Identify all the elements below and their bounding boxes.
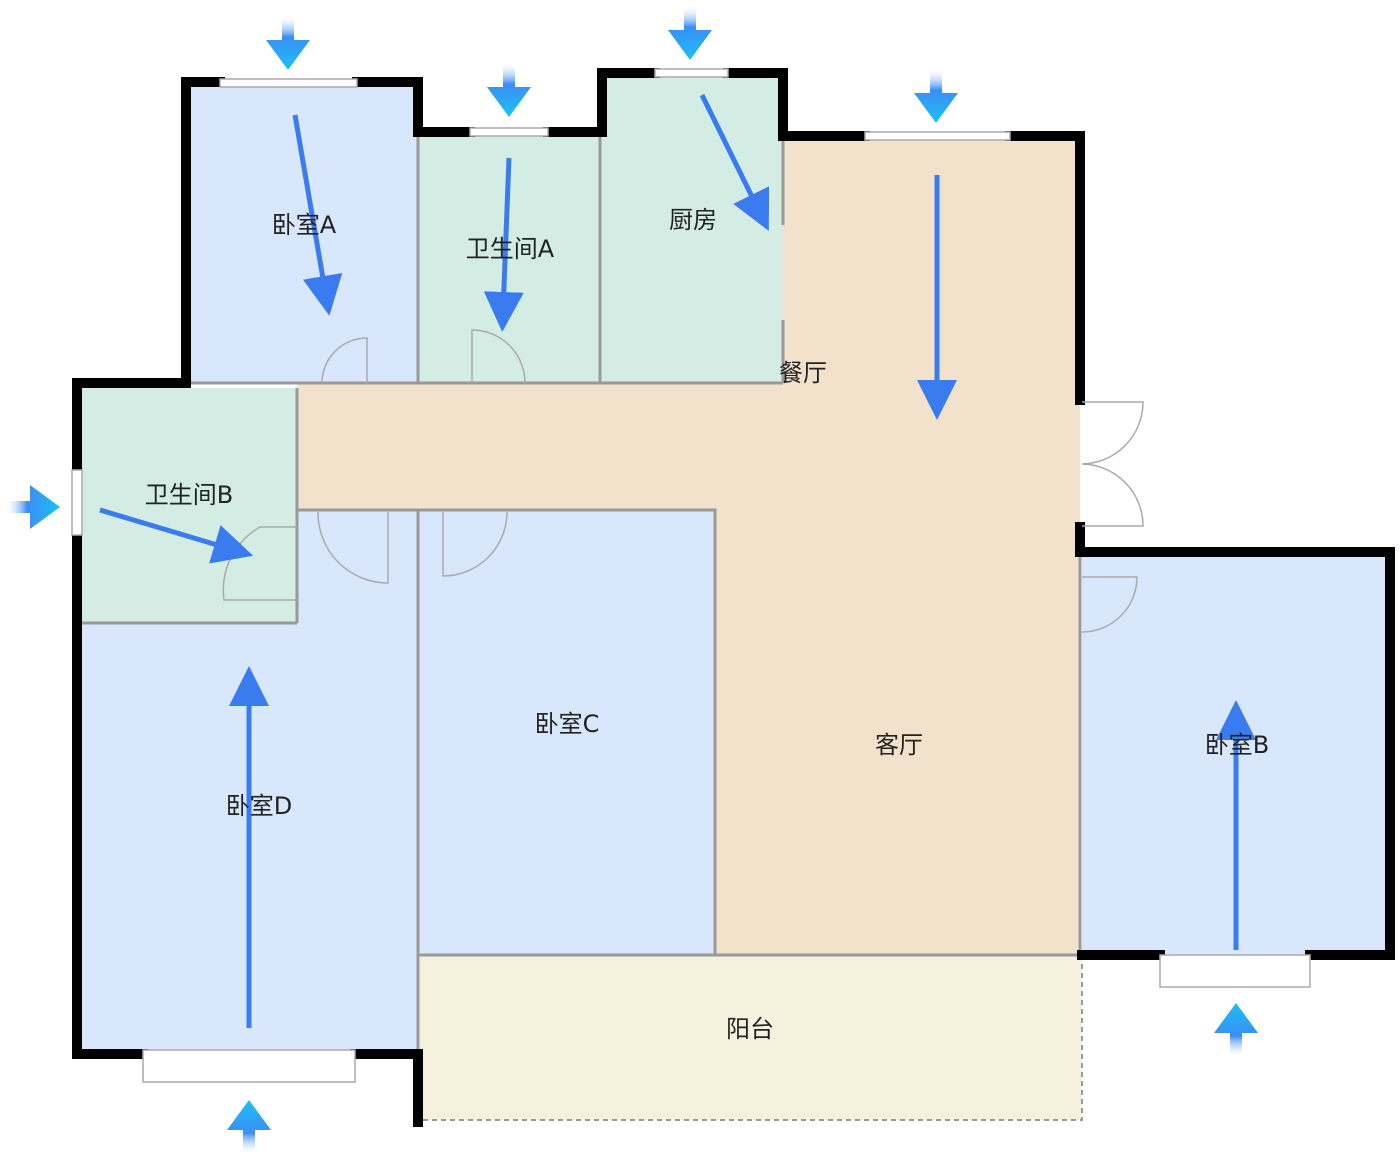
inflow-arrow-icon bbox=[227, 1100, 271, 1155]
inflow-arrows bbox=[5, 5, 1258, 1155]
inflow-arrow-icon bbox=[487, 62, 531, 117]
label-dining: 餐厅 bbox=[779, 359, 827, 387]
room-bathroom-b bbox=[80, 388, 297, 623]
inflow-arrow-icon bbox=[266, 15, 310, 70]
label-bedroom-a: 卧室A bbox=[272, 211, 337, 239]
interior-walls bbox=[80, 77, 1083, 1121]
flow-arrows bbox=[99, 93, 1256, 1028]
inflow-arrow-icon bbox=[1214, 1003, 1258, 1058]
room-bedroom-a bbox=[190, 87, 418, 383]
label-bathroom-b: 卫生间B bbox=[145, 481, 233, 509]
exterior-walls bbox=[72, 68, 1395, 1127]
label-bedroom-c: 卧室C bbox=[535, 710, 600, 738]
doors bbox=[222, 329, 1144, 633]
label-bedroom-d: 卧室D bbox=[226, 792, 292, 820]
inflow-arrow-icon bbox=[5, 485, 60, 529]
room-bedroom-c bbox=[418, 510, 715, 955]
room-balcony bbox=[418, 955, 1082, 1120]
label-kitchen: 厨房 bbox=[669, 206, 717, 234]
label-bathroom-a: 卫生间A bbox=[466, 235, 555, 263]
label-balcony: 阳台 bbox=[726, 1015, 774, 1043]
inflow-arrow-icon bbox=[668, 5, 712, 60]
windows bbox=[71, 68, 1311, 1083]
label-living: 客厅 bbox=[875, 731, 923, 759]
room-living-dining bbox=[297, 138, 1080, 955]
inflow-arrow-icon bbox=[914, 68, 958, 123]
label-bedroom-b: 卧室B bbox=[1205, 731, 1269, 759]
